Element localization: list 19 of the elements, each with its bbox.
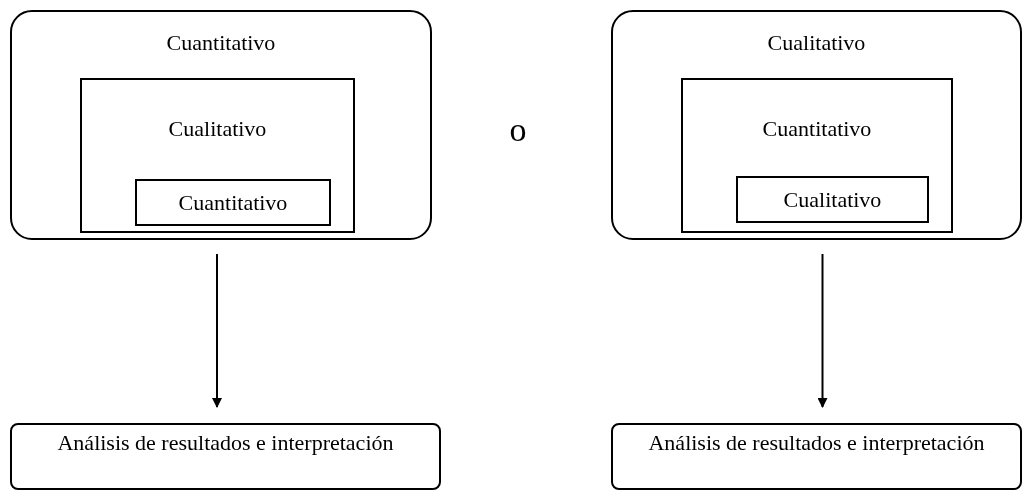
nested-box (736, 176, 929, 223)
outer-box (10, 10, 432, 240)
box-label: Cuantitativo (165, 30, 277, 55)
nested-box (681, 78, 953, 233)
nested-box (80, 78, 355, 233)
arrow (212, 253, 222, 408)
result-box (611, 423, 1022, 490)
outer-box (611, 10, 1022, 240)
arrow (817, 253, 828, 408)
box-label: Cuantitativo (761, 116, 873, 141)
box-label: Cualitativo (167, 116, 268, 141)
box-label: Cuantitativo (177, 190, 289, 215)
box-label: Análisis de resultados e interpretación (647, 430, 986, 455)
box-label: Cualitativo (766, 30, 867, 55)
separator-text: o (508, 110, 528, 150)
box-label: Análisis de resultados e interpretación (56, 430, 395, 455)
box-label: Cualitativo (782, 187, 883, 212)
result-box (10, 423, 441, 490)
nested-box (135, 179, 331, 226)
